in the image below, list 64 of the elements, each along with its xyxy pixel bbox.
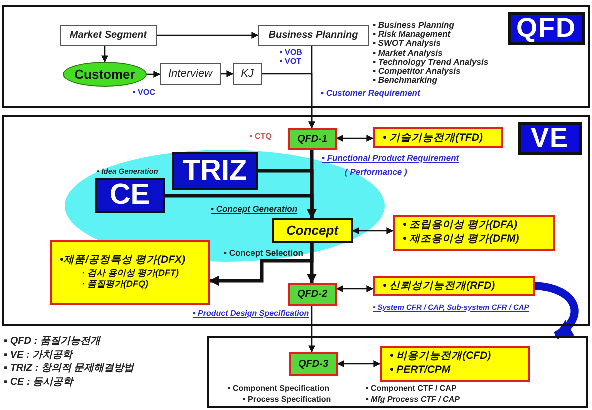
arrow (221, 70, 234, 78)
note-box (393, 215, 555, 251)
oval-node: Customer (63, 62, 147, 87)
annotation-text: • Business Planning (373, 21, 454, 30)
arrow (147, 71, 161, 78)
note-text: • VOT (280, 58, 302, 66)
panel-frame (2, 115, 590, 326)
annotation-text: ▪ VE : 가치공학 (4, 350, 73, 360)
list-item: • 비용기능전개(CFD) (390, 350, 492, 364)
arrow (307, 243, 317, 284)
process-box: Market Segment (60, 25, 157, 46)
list-item: •제품/공정특성 평가(DFX) (60, 254, 186, 268)
arrow (337, 360, 381, 368)
annotation-text: • Mfg Process CTF / CAP (366, 396, 460, 404)
arrow (534, 282, 579, 340)
annotation-text: • CTQ (250, 133, 272, 141)
list-item: · 품질평가(DFQ) (81, 279, 148, 291)
annotation-text: ( Performance ) (345, 168, 408, 176)
note-box (50, 240, 210, 305)
annotation-text: ▪ TRIZ : 창의적 문제해결방법 (4, 364, 134, 374)
arrow (102, 46, 108, 63)
process-box: QFD-1 (288, 128, 337, 150)
note-text: • VOB (280, 49, 302, 57)
annotation-text: ▪ CE : 동시공학 (4, 378, 74, 388)
panel-frame (207, 336, 588, 408)
annotation-text: • Concept Selection (224, 249, 304, 258)
process-box: Interview (160, 63, 221, 85)
method-box: CE (95, 178, 165, 213)
process-box: Concept (272, 218, 353, 243)
list-item: · 검사 용이성 평가(DFT) (81, 268, 179, 280)
annotation-text: • Concept Generation (211, 205, 298, 214)
note-text: • VOC (133, 89, 156, 97)
arrow (352, 228, 394, 234)
list-item: • PERT/CPM (390, 364, 451, 378)
arrow (157, 32, 259, 39)
process-box: KJ (233, 63, 262, 85)
arrow (262, 73, 316, 129)
annotation-text: • SWOT Analysis (373, 39, 441, 48)
title-badge: QFD (508, 12, 585, 45)
annotation-text: • Competitor Analysis (373, 67, 461, 76)
method-box: TRIZ (172, 152, 258, 190)
annotation-text: • Functional Product Requirement (322, 154, 460, 162)
list-item: • 제조용이성 평가(DFM) (403, 233, 520, 247)
annotation-text: • Component Specification (228, 385, 330, 393)
annotation-text: • Customer Requirement (321, 89, 420, 98)
annotation-text: • Market Analysis (373, 48, 443, 58)
note-box (380, 346, 530, 382)
annotation-text: • Product Design Specification (193, 310, 310, 318)
note-box: • 신뢰성기능전개(RFD) (373, 276, 535, 296)
annotation-text: • Process Specification (243, 396, 332, 404)
panel-frame (2, 5, 590, 108)
process-box: QFD-3 (289, 352, 338, 376)
arrow (308, 306, 316, 353)
annotation-text: • Technology Trend Analysis (373, 58, 489, 66)
process-box: QFD-2 (288, 283, 337, 306)
arrow (336, 286, 374, 292)
note-box: • 기술기능전개(TFD) (373, 127, 503, 148)
list-item: • 조립용이성 평가(DFA) (403, 219, 518, 233)
title-badge: VE (518, 122, 582, 155)
annotation-text: • Benchmarking (373, 76, 438, 85)
arrow (336, 135, 374, 142)
arrow (165, 194, 317, 219)
annotation-text: ▪ QFD : 품질기능전개 (4, 337, 100, 347)
process-box: Business Planning (258, 25, 369, 46)
